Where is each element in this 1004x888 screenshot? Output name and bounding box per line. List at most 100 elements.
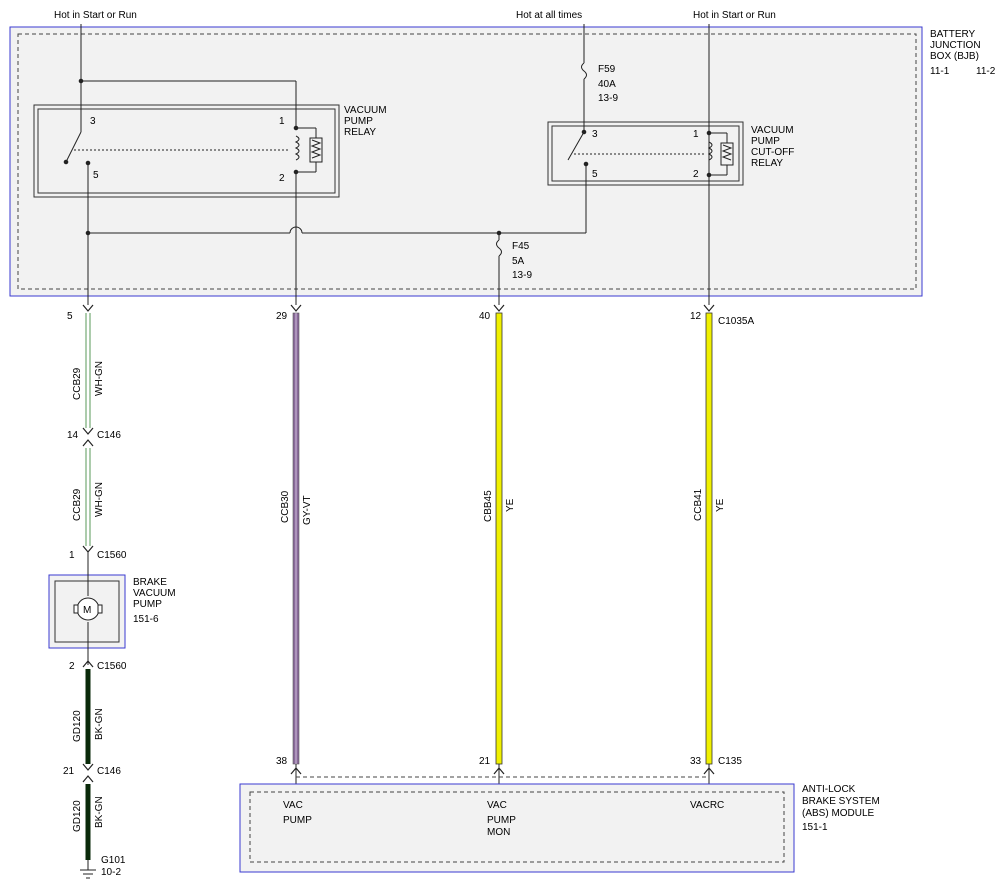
abs-signal-a-1: VAC xyxy=(283,800,303,811)
abs-name-3: (ABS) MODULE xyxy=(802,808,875,819)
vacuum-pump-relay-name-2: PUMP xyxy=(344,116,373,127)
motor-brush-left-icon xyxy=(73,604,79,614)
vacuum-pump-relay-pin-3: 3 xyxy=(90,116,96,127)
motor-symbol: M xyxy=(83,605,91,616)
brake-vacuum-pump-inner xyxy=(54,580,120,643)
abs-name-2: BRAKE SYSTEM xyxy=(802,796,880,807)
bjb-pin-40: 40 xyxy=(479,311,491,322)
vacuum-pump-relay-name-3: RELAY xyxy=(344,127,376,138)
cutoff-relay-outer xyxy=(547,121,744,186)
c146-top-connector: C146 xyxy=(97,430,121,441)
vacuum-pump-relay-switch xyxy=(63,81,290,166)
bjb-title-line-1: BATTERY xyxy=(930,29,976,40)
c1560-top-chevron xyxy=(82,545,94,553)
abs-name-1: ANTI-LOCK xyxy=(802,784,856,795)
cutoff-relay-name-3: CUT-OFF xyxy=(751,147,794,158)
ground-icon xyxy=(80,860,96,879)
wire-3-color: GY-VT xyxy=(302,495,313,525)
wire-6-circuit: GD120 xyxy=(72,710,83,742)
supply-label-right: Hot in Start or Run xyxy=(693,10,776,21)
fuse-f45-rating: 5A xyxy=(512,256,525,267)
bjb-connector-chevrons xyxy=(82,304,715,312)
wire-1-color: WH-GN xyxy=(94,361,105,396)
fuse-f45 xyxy=(496,239,502,257)
abs-signal-b-2: PUMP xyxy=(487,815,516,826)
vacuum-pump-relay-pin-2: 2 xyxy=(279,173,285,184)
abs-pin-33: 33 xyxy=(690,756,702,767)
cutoff-relay-pin-2: 2 xyxy=(693,169,699,180)
wire-cbb45 xyxy=(495,312,503,765)
brake-pump-name-2: VACUUM xyxy=(133,588,176,599)
c146-bottom-chevrons xyxy=(82,763,94,783)
vacuum-pump-relay-name-1: VACUUM xyxy=(344,105,387,116)
abs-signal-b-1: VAC xyxy=(487,800,507,811)
abs-module-box xyxy=(239,783,795,873)
bjb-pin-12: 12 xyxy=(690,311,702,322)
c1560-bottom-connector: C1560 xyxy=(97,661,127,672)
abs-connector-c135: C135 xyxy=(718,756,742,767)
vacuum-pump-relay-coil xyxy=(293,125,323,175)
abs-signal-c-1: VACRC xyxy=(690,800,724,811)
cutoff-relay-pin-5: 5 xyxy=(592,169,598,180)
bjb-pin-5: 5 xyxy=(67,311,73,322)
wire-5-circuit: CCB41 xyxy=(693,488,704,521)
cutoff-relay-pin-1: 1 xyxy=(693,129,699,140)
wire-3-circuit: CCB30 xyxy=(280,490,291,523)
ground-name: G101 xyxy=(101,855,126,866)
cutoff-relay-name-4: RELAY xyxy=(751,158,783,169)
c1560-bottom-chevron xyxy=(82,660,94,668)
bjb-internal-wiring xyxy=(78,24,710,305)
bjb-ref-b: 11-2 xyxy=(976,66,996,77)
fuse-f45-name: F45 xyxy=(512,241,530,252)
cutoff-relay-inner xyxy=(551,125,740,182)
c146-top-pin: 14 xyxy=(67,430,79,441)
cutoff-relay-name-2: PUMP xyxy=(751,136,780,147)
wire-1-circuit: CCB29 xyxy=(72,367,83,400)
wire-7-color: BK-GN xyxy=(94,796,105,828)
brake-pump-name-1: BRAKE xyxy=(133,577,167,588)
bjb-box xyxy=(9,26,923,297)
vacuum-pump-relay-pin-1: 1 xyxy=(279,116,285,127)
bjb-title-line-2: JUNCTION xyxy=(930,40,981,51)
bjb-connector-c1035a: C1035A xyxy=(718,316,754,327)
abs-pin-21: 21 xyxy=(479,756,491,767)
abs-ref: 151-1 xyxy=(802,822,828,833)
bjb-ref-a: 11-1 xyxy=(930,66,950,77)
c146-bottom-pin: 21 xyxy=(63,766,75,777)
fuse-f59-rating: 40A xyxy=(598,79,616,90)
wire-5-color: YE xyxy=(715,498,726,512)
wire-ccb29-segment-1 xyxy=(85,313,91,428)
cutoff-relay-pin-3: 3 xyxy=(592,129,598,140)
supply-label-left: Hot in Start or Run xyxy=(54,10,137,21)
supply-label-middle: Hot at all times xyxy=(516,10,582,21)
fuse-f59-ref: 13-9 xyxy=(598,93,618,104)
wire-4-circuit: CBB45 xyxy=(483,490,494,522)
wire-7-circuit: GD120 xyxy=(72,800,83,832)
brake-pump-name-3: PUMP xyxy=(133,599,162,610)
abs-connector-chevrons xyxy=(290,767,715,775)
abs-signal-a-2: PUMP xyxy=(283,815,312,826)
ground-ref: 10-2 xyxy=(101,867,121,878)
fuse-f45-ref: 13-9 xyxy=(512,270,532,281)
wire-ccb30 xyxy=(292,312,300,765)
cutoff-relay-name-1: VACUUM xyxy=(751,125,794,136)
c1560-top-connector: C1560 xyxy=(97,550,127,561)
bjb-title-line-3: BOX (BJB) xyxy=(930,51,979,62)
c146-top-chevrons xyxy=(82,427,94,447)
c1560-bottom-pin: 2 xyxy=(69,661,75,672)
wire-2-circuit: CCB29 xyxy=(72,488,83,521)
abs-module-inner xyxy=(249,791,785,863)
wire-ccb41 xyxy=(705,312,713,765)
c146-bottom-connector: C146 xyxy=(97,766,121,777)
motor-brush-right-icon xyxy=(97,604,103,614)
cutoff-relay-coil xyxy=(706,130,734,178)
wire-2-color: WH-GN xyxy=(94,482,105,517)
brake-pump-ref: 151-6 xyxy=(133,614,159,625)
wire-ccb29-segment-2 xyxy=(85,448,91,546)
vacuum-pump-relay-outer xyxy=(33,104,340,198)
vacuum-pump-relay-inner xyxy=(37,108,336,194)
abs-pin-38: 38 xyxy=(276,756,288,767)
fuse-f59 xyxy=(581,62,587,80)
